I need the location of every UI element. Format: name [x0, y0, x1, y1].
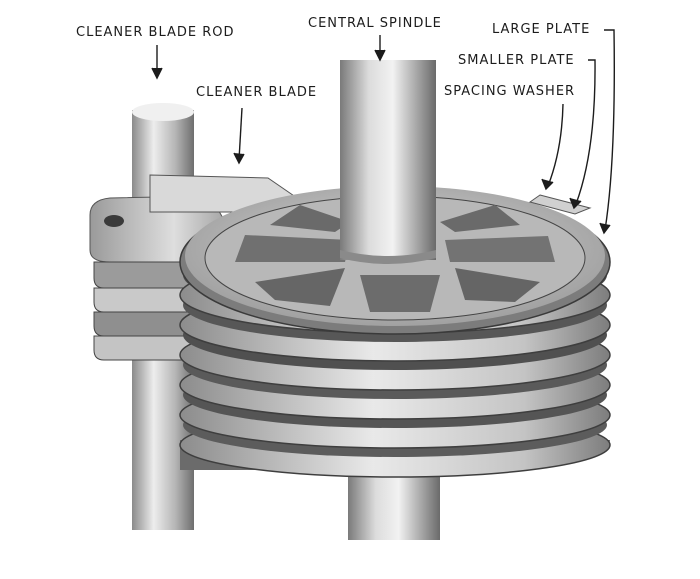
- arrow-spacing-washer: [541, 103, 564, 191]
- label-smaller-plate: SMALLER PLATE: [458, 53, 575, 68]
- central-spindle: [340, 60, 436, 264]
- pointer-arrows: [151, 29, 616, 235]
- label-cleaner-blade: CLEANER BLADE: [196, 85, 318, 100]
- label-large-plate: LARGE PLATE: [492, 22, 591, 37]
- arrow-cleaner-blade-rod: [151, 45, 163, 80]
- arrow-smaller-plate: [569, 59, 596, 210]
- label-spacing-washer: SPACING WASHER: [444, 84, 576, 99]
- label-central-spindle: CENTRAL SPINDLE: [308, 16, 442, 31]
- arrow-cleaner-blade: [233, 107, 245, 165]
- arrow-large-plate: [599, 29, 616, 235]
- label-cleaner-blade-rod: CLEANER BLADE ROD: [76, 25, 235, 40]
- arrow-central-spindle: [374, 35, 386, 62]
